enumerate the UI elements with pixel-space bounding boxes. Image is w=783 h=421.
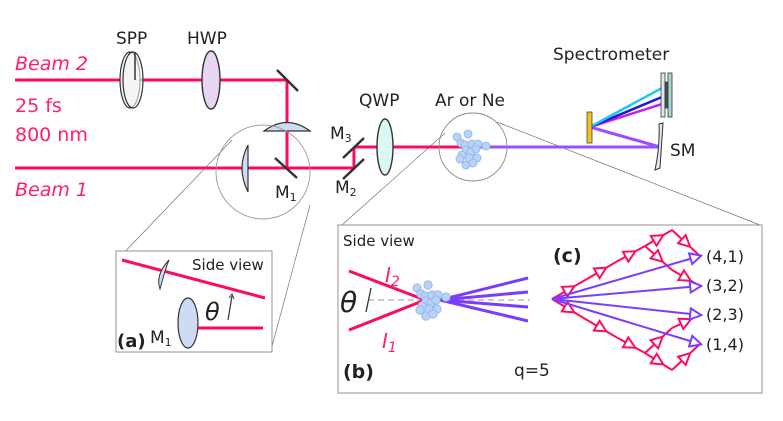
- gas-magnifier-circle: [438, 112, 508, 182]
- channel-label-1-4: (1,4): [706, 335, 744, 354]
- harmonic-channel-arrow: [551, 286, 700, 300]
- gas-atom: [428, 309, 438, 319]
- inset-c-panel-label: (c): [553, 245, 582, 267]
- inset-a-m1-label: M1: [150, 328, 172, 349]
- focusing-lens-beam2: [262, 121, 312, 132]
- gas-atom: [481, 141, 491, 151]
- inset-b-beam-i2: [348, 269, 426, 302]
- mirror-m1: [274, 157, 298, 179]
- m2-label: M2: [335, 178, 357, 199]
- photon-path-segment: [586, 261, 617, 279]
- qwp-label: QWP: [359, 91, 399, 111]
- spp-element: [119, 51, 144, 109]
- channel-label-4-1: (4,1): [706, 247, 744, 266]
- gas-atom: [463, 129, 473, 139]
- m1-magnifier-circle: [215, 124, 311, 220]
- hwp-label: HWP: [187, 29, 227, 49]
- gas-jet-atoms: [452, 129, 491, 170]
- inset-a-angle-arrow: [227, 295, 233, 321]
- inset-b-harmonic-beams: [439, 276, 529, 323]
- focusing-lens-beam1: [241, 144, 249, 193]
- m1-label: M1: [275, 183, 297, 204]
- photon-path-segment: [671, 229, 701, 257]
- photon-path-segment: [551, 278, 588, 300]
- inset-b-i1-label: I1: [382, 329, 397, 356]
- inset-a-lens: [158, 259, 170, 291]
- gas-atom: [455, 154, 465, 164]
- inset-a-panel: Side view θ (a) M1: [115, 250, 273, 353]
- channel-label-3-2: (3,2): [706, 276, 744, 295]
- wavelength-label: 800 nm: [15, 124, 88, 146]
- photon-path-segment: [615, 245, 646, 262]
- inset-b-beam-i1: [348, 298, 426, 332]
- photon-path-segment: [671, 343, 701, 371]
- spec-cyan-line: [589, 86, 663, 129]
- qwp-element: [376, 118, 394, 176]
- inset-a-panel-label: (a): [117, 331, 146, 352]
- harmonic-channel-arrow: [551, 256, 700, 300]
- grating-icon: [586, 111, 593, 144]
- mirror-m2: [342, 158, 365, 180]
- mirror-upper: [276, 69, 299, 92]
- gas-atom: [431, 295, 441, 305]
- pulse-duration-label: 25 fs: [15, 95, 62, 117]
- harmonic-channel-arrow: [551, 298, 700, 315]
- gas-atom: [471, 144, 481, 154]
- zoom-line-a-left: [116, 139, 233, 261]
- zoom-line-a-right: [270, 204, 311, 351]
- photon-path-segment: [586, 320, 617, 338]
- photon-path-segment: [644, 353, 673, 371]
- inset-b-title: Side view: [343, 232, 415, 250]
- mirror-m3: [342, 137, 365, 159]
- gas-atom: [468, 158, 478, 168]
- m3-label: M3: [330, 124, 352, 145]
- harmonic-channel-arrow: [551, 298, 700, 344]
- gas-atom: [423, 280, 433, 290]
- inset-a-upper-beam: [121, 258, 266, 300]
- inset-a-title: Side view: [192, 256, 264, 274]
- photon-path-segment: [551, 298, 588, 321]
- beam1-label: Beam 1: [15, 179, 88, 201]
- inset-c-photon-diagram: [551, 229, 701, 371]
- inset-bc-panel: Side view θ I2 I1 (b) q=5 (c) (4,1) (3,2…: [337, 224, 763, 394]
- hwp-element: [201, 50, 221, 110]
- photon-path-segment: [644, 327, 673, 354]
- spp-label: SPP: [116, 29, 147, 49]
- beam2-label: Beam 2: [15, 53, 88, 75]
- gas-atom: [452, 132, 462, 142]
- inset-b-gas-atoms: [412, 280, 451, 321]
- xuv-to-grating: [589, 125, 661, 149]
- photon-path-segment: [615, 337, 646, 354]
- inset-b-theta: θ: [340, 286, 357, 319]
- sm-label: SM: [670, 141, 695, 161]
- gas-atom: [415, 305, 425, 315]
- photon-path-segment: [644, 229, 673, 246]
- inset-b-i2-label: I2: [385, 263, 400, 290]
- spectrometer-label: Spectrometer: [553, 45, 669, 65]
- channel-label-2-3: (2,3): [706, 305, 744, 324]
- gas-atom: [441, 292, 451, 302]
- inset-c-q-label: q=5: [514, 361, 550, 381]
- inset-b-angle-arrow: [365, 287, 372, 313]
- zoom-line-b-right: [496, 121, 761, 226]
- detector-icon: [660, 72, 673, 118]
- spec-blue-line: [589, 95, 663, 129]
- gas-label: Ar or Ne: [435, 91, 505, 111]
- spherical-mirror-icon: [654, 122, 664, 171]
- inset-b-panel-label: (b): [343, 361, 374, 383]
- inset-a-theta: θ: [205, 298, 220, 326]
- inset-a-mirror-m1: [177, 297, 199, 349]
